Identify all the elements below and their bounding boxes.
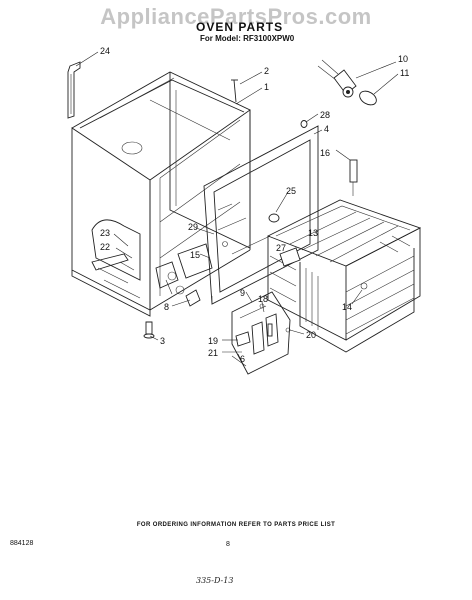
part-grommet-25 <box>268 213 280 223</box>
callout-1: 1 <box>264 82 269 92</box>
watermark: AppliancePartsPros.com <box>100 4 372 29</box>
leader-lines <box>75 51 399 367</box>
callout-18: 18 <box>258 294 268 304</box>
ordering-note: FOR ORDERING INFORMATION REFER TO PARTS … <box>136 522 336 528</box>
callout-21: 21 <box>208 348 218 358</box>
callout-labels: 24 2 1 10 11 28 4 16 25 29 13 27 23 22 1… <box>100 46 409 364</box>
callout-3: 3 <box>160 336 165 346</box>
callout-19: 19 <box>208 336 218 346</box>
callout-6: 6 <box>240 354 245 364</box>
part-bottom-center-assembly <box>231 291 291 375</box>
callout-16: 16 <box>320 148 330 158</box>
part-vent-tube <box>67 61 81 119</box>
callout-22: 22 <box>100 242 110 252</box>
callout-9: 9 <box>240 288 245 298</box>
callout-27: 27 <box>276 243 286 253</box>
callout-29: 29 <box>188 222 198 232</box>
part-leveling-foot <box>143 321 155 339</box>
part-screw-28 <box>300 120 308 128</box>
document-number: 884128 <box>10 540 34 547</box>
callout-25: 25 <box>286 186 296 196</box>
callout-15: 15 <box>190 250 200 260</box>
part-screw-2 <box>231 79 238 103</box>
part-light-bulb <box>359 90 377 106</box>
part-sensor-16 <box>335 149 358 196</box>
callout-23: 23 <box>100 228 110 238</box>
callout-2: 2 <box>264 66 269 76</box>
diagram-title: OVEN PARTS <box>196 20 284 34</box>
callout-11: 11 <box>400 68 409 78</box>
callout-4: 4 <box>324 124 329 134</box>
callout-28: 28 <box>320 110 330 120</box>
part-oven-cavity <box>71 71 251 317</box>
part-front-frame <box>203 125 319 305</box>
callout-14: 14 <box>342 302 352 312</box>
model-line: For Model: RF3100XPW0 <box>200 34 295 43</box>
part-oven-liner <box>266 199 422 353</box>
callout-13: 13 <box>308 228 318 238</box>
part-bottom-left-brackets <box>91 243 213 307</box>
callout-20: 20 <box>306 330 316 340</box>
part-light-socket <box>317 59 357 98</box>
callout-8: 8 <box>164 302 169 312</box>
callout-10: 10 <box>398 54 408 64</box>
handwritten-mark: 335-D-13 <box>196 576 234 585</box>
page-number: 8 <box>226 541 230 548</box>
callout-24: 24 <box>100 46 110 56</box>
